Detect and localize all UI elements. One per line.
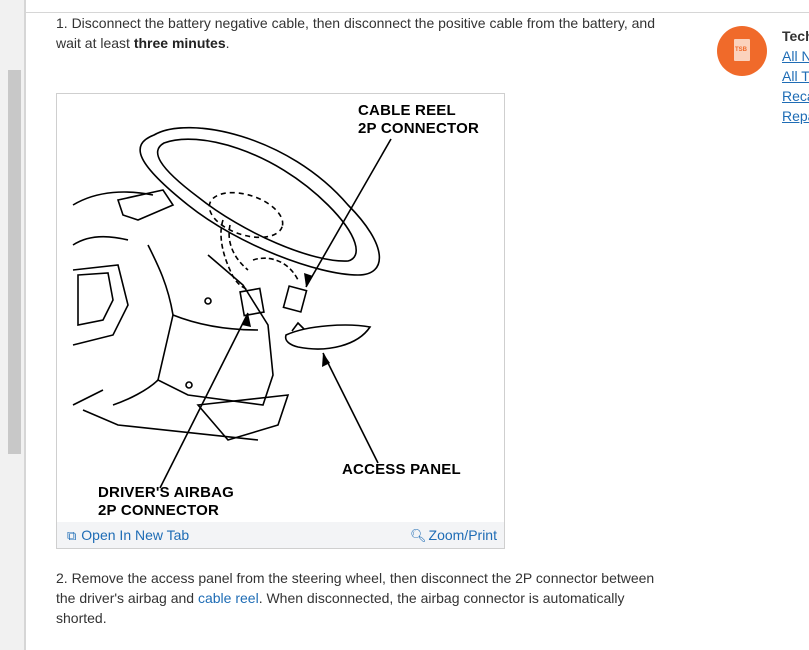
open-in-new-tab-link[interactable]: ⧉ Open In New Tab <box>67 526 189 545</box>
leader-airbag <box>159 312 249 489</box>
sidebar-link-1[interactable]: All N <box>782 48 809 64</box>
steering-wheel-inner <box>156 138 357 262</box>
top-border <box>26 0 809 13</box>
step-2-text: 2. Remove the access panel from the stee… <box>56 568 676 628</box>
steering-wheel-diagram <box>72 126 392 489</box>
step-1-end: . <box>225 35 230 51</box>
diagram-image: CABLE REEL 2P CONNECTOR ACCESS PANEL DRI… <box>58 95 503 521</box>
label-drivers-airbag-1: DRIVER'S AIRBAG <box>98 484 235 501</box>
wire-dashed <box>220 219 249 291</box>
figure-footer: ⧉ Open In New Tab 🔍︎Zoom/Print <box>57 522 504 548</box>
open-tab-icon: ⧉ <box>67 528 77 543</box>
step-1-body: 1. Disconnect the battery negative cable… <box>56 15 655 51</box>
step-1-text: 1. Disconnect the battery negative cable… <box>56 13 676 53</box>
cable-reel-connector <box>282 285 308 313</box>
open-in-new-tab-label: Open In New Tab <box>81 527 190 543</box>
step-1-bold: three minutes <box>133 35 226 51</box>
zoom-print-label: Zoom/Print <box>428 527 497 543</box>
step-2-end: . When disconnected, the airbag connecto… <box>56 590 625 626</box>
zoom-print-link[interactable]: 🔍︎Zoom/Print <box>410 526 497 545</box>
document-icon: TSB <box>734 39 750 61</box>
step-2-body: 2. Remove the access panel from the stee… <box>56 570 655 606</box>
scrollbar-thumb[interactable] <box>8 70 21 454</box>
leader-access-panel <box>322 352 379 464</box>
steering-column <box>147 244 274 406</box>
content-border <box>24 0 26 650</box>
leader-cable-reel <box>305 138 392 288</box>
sidebar-title: Tech <box>782 28 809 44</box>
sidebar-link-3[interactable]: Reca <box>782 88 809 104</box>
diagram-figure: CABLE REEL 2P CONNECTOR ACCESS PANEL DRI… <box>56 93 505 549</box>
access-panel <box>284 324 372 350</box>
tsb-badge-icon[interactable]: TSB <box>717 26 767 76</box>
dashboard-outline <box>72 191 154 346</box>
label-drivers-airbag-2: 2P CONNECTOR <box>98 502 220 519</box>
steering-wheel-rim <box>139 126 381 276</box>
sidebar-link-4[interactable]: Repa <box>782 108 809 124</box>
cable-reel-link[interactable]: cable reel <box>197 590 259 606</box>
zoom-icon: 🔍︎ <box>410 528 427 543</box>
tsb-badge-text: TSB <box>735 47 747 53</box>
label-cable-reel-2: 2P CONNECTOR <box>358 120 480 137</box>
label-access-panel: ACCESS PANEL <box>342 461 461 478</box>
label-cable-reel-1: CABLE REEL <box>358 102 456 119</box>
sidebar-link-2[interactable]: All T <box>782 68 809 84</box>
airbag-hub-dashed <box>208 191 284 239</box>
airbag-connector <box>239 287 265 317</box>
